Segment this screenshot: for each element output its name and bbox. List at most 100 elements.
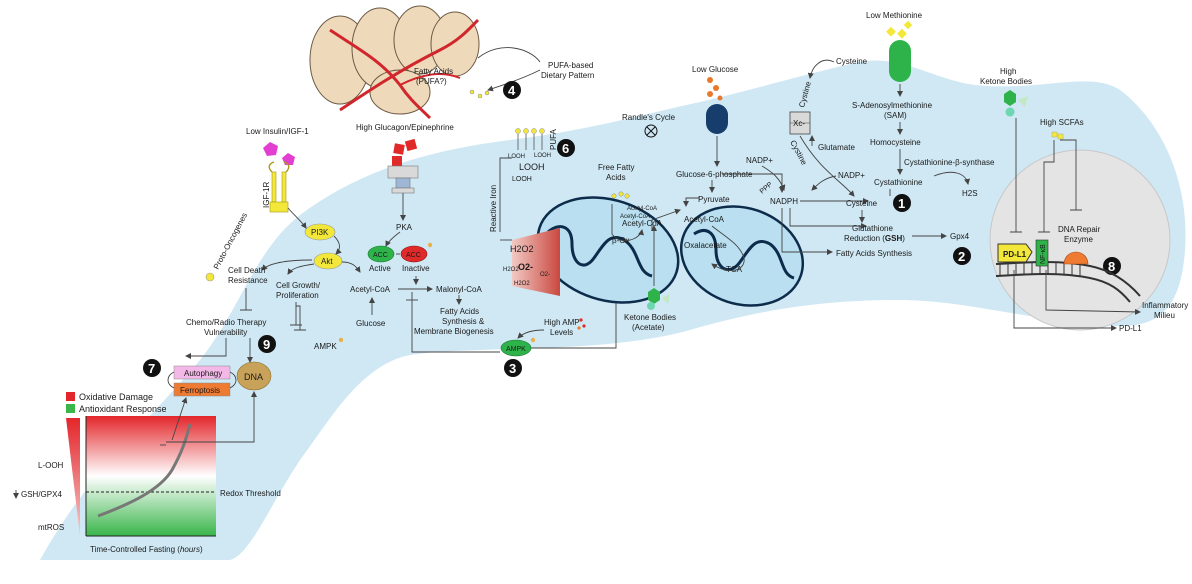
label-glutathione-1: Glutathione: [852, 224, 893, 233]
label-ampk-left: AMPK: [314, 342, 337, 351]
svg-text:Oxidative Damage: Oxidative Damage: [79, 392, 153, 402]
svg-text:Autophagy: Autophagy: [184, 369, 222, 378]
badge-6: 6: [557, 139, 575, 157]
nucleus: [989, 149, 1171, 331]
label-fa-synthesis-1: Fatty Acids: [440, 307, 479, 316]
svg-text:Ferroptosis: Ferroptosis: [180, 386, 220, 395]
svg-text:PD-L1: PD-L1: [1003, 250, 1027, 259]
label-dna-repair-2: Enzyme: [1064, 235, 1093, 244]
label-tca: TCA: [726, 265, 743, 274]
label-high-amp-1: High AMP: [544, 318, 580, 327]
label-acetyl-coa-left: Acetyl-CoA: [350, 285, 391, 294]
pi3k-node: PI3K: [304, 223, 336, 241]
label-pufa-diet-1: PUFA-based: [548, 61, 593, 70]
proto-oncogene-dot: [205, 272, 215, 282]
label-looh-small-1: LOOH: [508, 154, 525, 160]
methionine-molecules: [886, 20, 913, 39]
label-cystathionine: Cystathionine: [874, 178, 923, 187]
label-proto-oncogenes: Proto-Oncogenes: [212, 211, 249, 271]
label-looh-small-3: LOOH: [512, 176, 532, 183]
glucagon-molecules: [392, 138, 418, 166]
label-cysteine-top: Cysteine: [836, 57, 868, 66]
svg-text:AMPK: AMPK: [506, 346, 526, 353]
label-ketone-bodies-1: Ketone Bodies: [624, 313, 676, 322]
label-nadp-plus-1: NADP+: [746, 156, 773, 165]
svg-text:DNA: DNA: [244, 372, 263, 382]
label-pyruvate: Pyruvate: [698, 195, 730, 204]
label-sam-2: (SAM): [884, 111, 907, 120]
badge-7: 7: [143, 359, 161, 377]
label-chemo-1: Chemo/Radio Therapy: [186, 318, 266, 327]
svg-text:2: 2: [958, 249, 965, 264]
svg-text:NF-κB: NF-κB: [1040, 244, 1047, 264]
label-nadp-plus-2: NADP+: [838, 171, 865, 180]
svg-text:7: 7: [148, 361, 155, 376]
ferroptosis-box: Ferroptosis: [173, 382, 231, 397]
label-acetyl-coa-mito-right: Acetyl-CoA: [684, 215, 725, 224]
label-pufa-membrane: PUFA: [549, 128, 558, 150]
label-malonyl-coa: Malonyl-CoA: [436, 285, 482, 294]
glucose-transporter: [706, 104, 728, 134]
igf1r-receptor: [268, 161, 290, 213]
nfkb-factor: NF-κB: [1035, 239, 1049, 267]
badge-4: 4: [503, 81, 521, 99]
svg-text:1: 1: [898, 196, 905, 211]
xc-transporter: Xc-: [789, 111, 811, 135]
label-ketone-bodies-2: (Acetate): [632, 323, 665, 332]
membrane-pufa: [515, 128, 545, 150]
label-inflammatory-1: Inflammatory: [1142, 301, 1188, 310]
svg-text:ACC: ACC: [373, 252, 388, 259]
dna-repair-enzyme: [1063, 251, 1089, 265]
redox-curve: [97, 423, 192, 518]
label-high-ketone-1: High: [1000, 67, 1016, 76]
label-oxalacetate: Oxalacetate: [684, 241, 727, 250]
label-fa-synthesis-2: Synthesis &: [442, 317, 485, 326]
label-inflammatory-2: Milieu: [1154, 311, 1175, 320]
mitochondrion-right: [679, 205, 805, 307]
label-chemo-2: Vulnerability: [204, 328, 247, 337]
label-high-scfas: High SCFAs: [1040, 118, 1084, 127]
svg-text:H2O2: H2O2: [514, 281, 530, 287]
label-pka: PKA: [396, 223, 413, 232]
svg-text:PI3K: PI3K: [311, 228, 329, 237]
badge-9: 9: [258, 335, 276, 353]
label-gsh-gpx4: GSH/GPX4: [21, 490, 62, 499]
label-randles-cycle: Randle's Cycle: [622, 113, 676, 122]
pdl1-gene: PD-L1: [997, 243, 1033, 263]
label-high-glucagon: High Glucagon/Epinephrine: [356, 123, 454, 132]
redox-wedge: [66, 418, 80, 536]
label-low-methionine: Low Methionine: [866, 11, 923, 20]
label-glucose-6-phosphate: Glucose-6-phosphate: [676, 170, 753, 179]
svg-text:8: 8: [1108, 259, 1115, 274]
label-gpx4: Gpx4: [950, 232, 970, 241]
randles-cycle-inhibition-icon: [644, 124, 658, 138]
insulin-molecules: [263, 142, 295, 165]
ros-cone: H2O2 O2- H2O2 O2- H2O2: [503, 228, 560, 296]
free-fatty-acid-molecules: [611, 191, 630, 199]
dna-node: DNA: [236, 361, 272, 391]
scfa-molecules: [1051, 131, 1064, 140]
label-time-fasting: Time-Controlled Fasting (hours): [90, 545, 203, 554]
ketone-bodies-molecule: [647, 288, 670, 310]
label-fa-synthesis-3: Membrane Biogenesis: [414, 327, 494, 336]
label-acetyl-coa-mito: Acetyl-CoA: [622, 219, 663, 228]
glucose-molecules: [707, 77, 723, 101]
svg-text:9: 9: [263, 337, 270, 352]
badge-3: 3: [504, 359, 522, 377]
label-high-amp-2: Levels: [550, 328, 573, 337]
label-cell-death-1: Cell Death: [228, 266, 265, 275]
svg-text:6: 6: [562, 141, 569, 156]
fatty-acid-molecules: [469, 89, 490, 99]
svg-text:Xc-: Xc-: [793, 119, 805, 128]
label-high-ketone-2: Ketone Bodies: [980, 77, 1032, 86]
svg-text:Akt: Akt: [321, 257, 333, 266]
label-free-fatty-acids-1: Free Fatty: [598, 163, 634, 172]
label-homocysteine: Homocysteine: [870, 138, 921, 147]
autophagy-box: Autophagy: [173, 365, 231, 380]
svg-text:O2-: O2-: [540, 272, 550, 278]
label-cysteine-mid: Cysteine: [846, 199, 878, 208]
label-reactive-iron: Reactive Iron: [489, 185, 498, 232]
svg-text:3: 3: [509, 361, 516, 376]
svg-text:H2O2: H2O2: [510, 244, 534, 254]
methionine-transporter: [889, 40, 911, 82]
